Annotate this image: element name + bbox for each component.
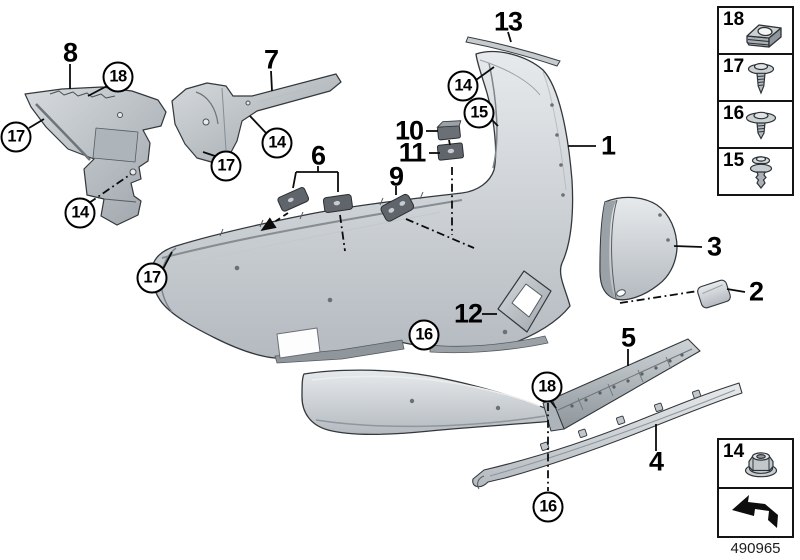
part-lower-valance	[301, 369, 559, 435]
self-tapping-screw-icon	[735, 58, 787, 98]
callout-10[interactable]: 10	[394, 115, 424, 146]
callout-4[interactable]: 4	[648, 446, 664, 477]
direction-indicator-box	[717, 487, 794, 538]
leader-line	[249, 115, 267, 134]
legend-item-number: 17	[723, 56, 745, 77]
leader-line	[448, 139, 451, 146]
callout-9[interactable]: 9	[388, 161, 404, 192]
leader-line	[162, 251, 173, 270]
callout-16[interactable]: 16	[408, 319, 440, 351]
leader-line	[292, 171, 297, 189]
part-6-bracket-right	[322, 194, 353, 213]
callout-16[interactable]: 16	[532, 491, 564, 523]
callout-14[interactable]: 14	[261, 127, 293, 159]
part-1-bumper-trim-panel	[151, 50, 574, 364]
callout-11[interactable]: 11	[398, 137, 427, 168]
fastener-legend-bottom: 14	[717, 438, 794, 538]
part-10-clip	[436, 120, 462, 141]
callout-15[interactable]: 15	[463, 97, 495, 129]
leader-line	[726, 288, 746, 293]
leader-line	[673, 245, 703, 248]
part-7-guide-bracket-upper	[171, 73, 342, 164]
callout-17[interactable]: 17	[136, 262, 168, 294]
leader-lines	[28, 31, 746, 491]
legend-item-number: 18	[723, 9, 745, 30]
legend-item-number: 15	[723, 150, 745, 171]
flange-nut-icon	[735, 444, 787, 484]
leader-line	[28, 118, 45, 129]
part-2-tow-eye-cover	[697, 279, 731, 309]
legend-item-16[interactable]: 16	[717, 100, 794, 149]
expansion-rivet-icon	[735, 152, 787, 192]
leader-line	[405, 218, 475, 249]
leader-line	[619, 290, 699, 304]
direction-arrow-icon	[728, 491, 784, 535]
callout-13[interactable]: 13	[493, 6, 523, 37]
callout-18[interactable]: 18	[531, 371, 563, 403]
legend-item-number: 16	[723, 103, 745, 124]
callout-1[interactable]: 1	[600, 130, 616, 161]
leader-line	[507, 31, 512, 43]
leader-line	[270, 70, 273, 92]
callout-14[interactable]: 14	[64, 197, 96, 229]
fastener-legend-top: 18 17 16 15	[717, 6, 794, 196]
part-5-reinforcement-strip	[542, 338, 701, 432]
legend-item-number: 14	[723, 441, 745, 462]
callout-3[interactable]: 3	[706, 231, 722, 262]
callout-7[interactable]: 7	[263, 44, 279, 75]
part-3-corner-trim	[599, 196, 678, 301]
diagram-number: 490965	[730, 540, 781, 557]
washer-screw-icon	[735, 105, 787, 145]
part-12-mounting-frame	[497, 270, 552, 333]
callout-6[interactable]: 6	[310, 140, 326, 171]
callout-17[interactable]: 17	[210, 150, 242, 182]
part-6-bracket-left	[277, 187, 310, 212]
leader-line	[87, 85, 108, 97]
callout-17[interactable]: 17	[0, 121, 32, 153]
callout-12[interactable]: 12	[453, 298, 483, 329]
part-8-side-bracket-left	[24, 86, 167, 226]
callout-2[interactable]: 2	[748, 276, 764, 307]
leader-line	[475, 66, 495, 81]
legend-item-17[interactable]: 17	[717, 53, 794, 102]
callout-14[interactable]: 14	[447, 70, 479, 102]
callout-8[interactable]: 8	[62, 37, 78, 68]
legend-item-15[interactable]: 15	[717, 147, 794, 196]
part-9-mounting-plate	[380, 193, 415, 222]
part-4-lower-trim-strip	[472, 382, 743, 490]
part-13-protective-strip	[465, 36, 561, 67]
callout-5[interactable]: 5	[620, 322, 636, 353]
callout-18[interactable]: 18	[102, 61, 134, 93]
leader-line	[339, 214, 346, 252]
legend-item-18[interactable]: 18	[717, 6, 794, 55]
cage-nut-icon	[735, 11, 787, 51]
leader-line	[260, 212, 289, 231]
legend-item-14[interactable]: 14	[717, 438, 794, 489]
